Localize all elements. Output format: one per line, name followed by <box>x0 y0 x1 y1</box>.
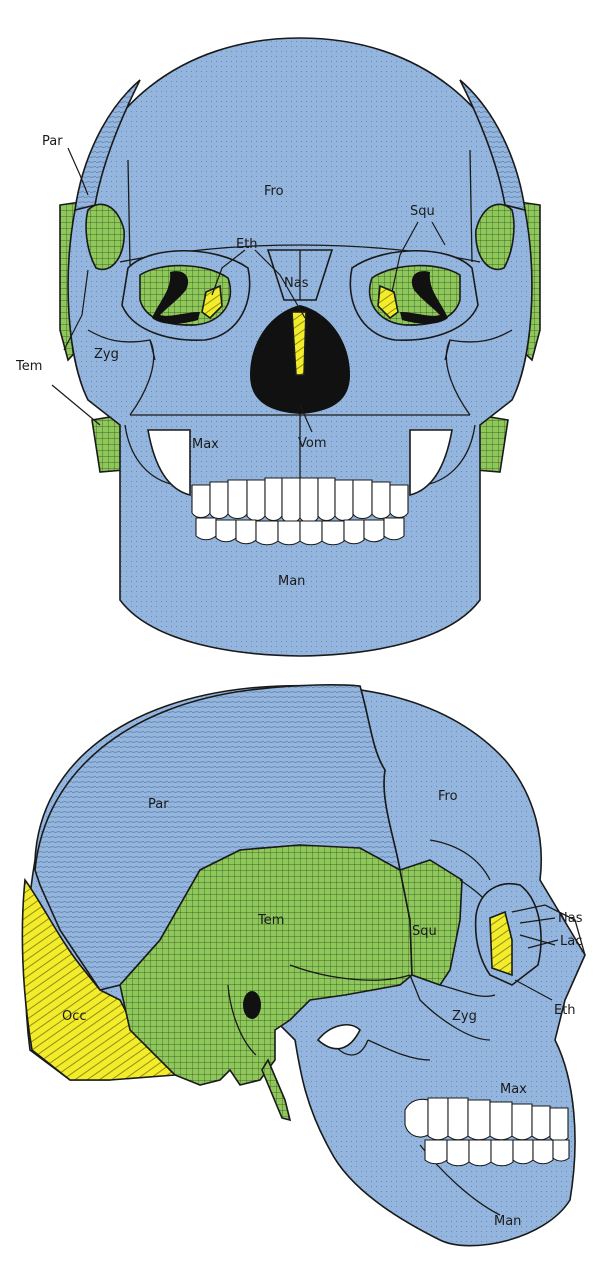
front-label-zyg: Zyg <box>94 347 119 362</box>
lateral-label-man: Man <box>494 1214 521 1229</box>
lateral-lower-teeth <box>425 1140 569 1166</box>
lateral-label-tem: Tem <box>257 913 284 928</box>
lateral-label-max: Max <box>500 1082 527 1097</box>
lateral-label-occ: Occ <box>62 1009 87 1024</box>
front-label-nas: Nas <box>284 276 309 291</box>
front-label-man: Man <box>278 574 305 589</box>
lateral-label-fro: Fro <box>438 789 458 804</box>
lateral-label-eth: Eth <box>554 1003 576 1018</box>
front-label-tem: Tem <box>15 359 42 374</box>
front-label-par: Par <box>42 134 63 149</box>
front-label-fro: Fro <box>264 184 284 199</box>
lateral-ear-canal <box>243 991 261 1019</box>
front-label-squ: Squ <box>410 204 435 219</box>
front-lower-teeth <box>196 518 404 545</box>
front-view: Par Fro Squ Eth Nas Zyg Tem Max Vom Man <box>15 38 540 656</box>
front-label-vom: Vom <box>298 436 327 451</box>
lateral-view: Par Fro Tem Squ Nas Lac Occ Zyg Eth Max … <box>22 685 585 1246</box>
lateral-label-nas: Nas <box>558 911 583 926</box>
lateral-label-squ: Squ <box>412 924 437 939</box>
lateral-label-par: Par <box>148 797 169 812</box>
lateral-styloid <box>262 1060 290 1120</box>
front-upper-teeth <box>192 478 408 523</box>
front-label-max: Max <box>192 437 219 452</box>
lateral-label-lac: Lac <box>560 934 582 949</box>
front-label-eth: Eth <box>236 237 258 252</box>
lateral-label-zyg: Zyg <box>452 1009 477 1024</box>
